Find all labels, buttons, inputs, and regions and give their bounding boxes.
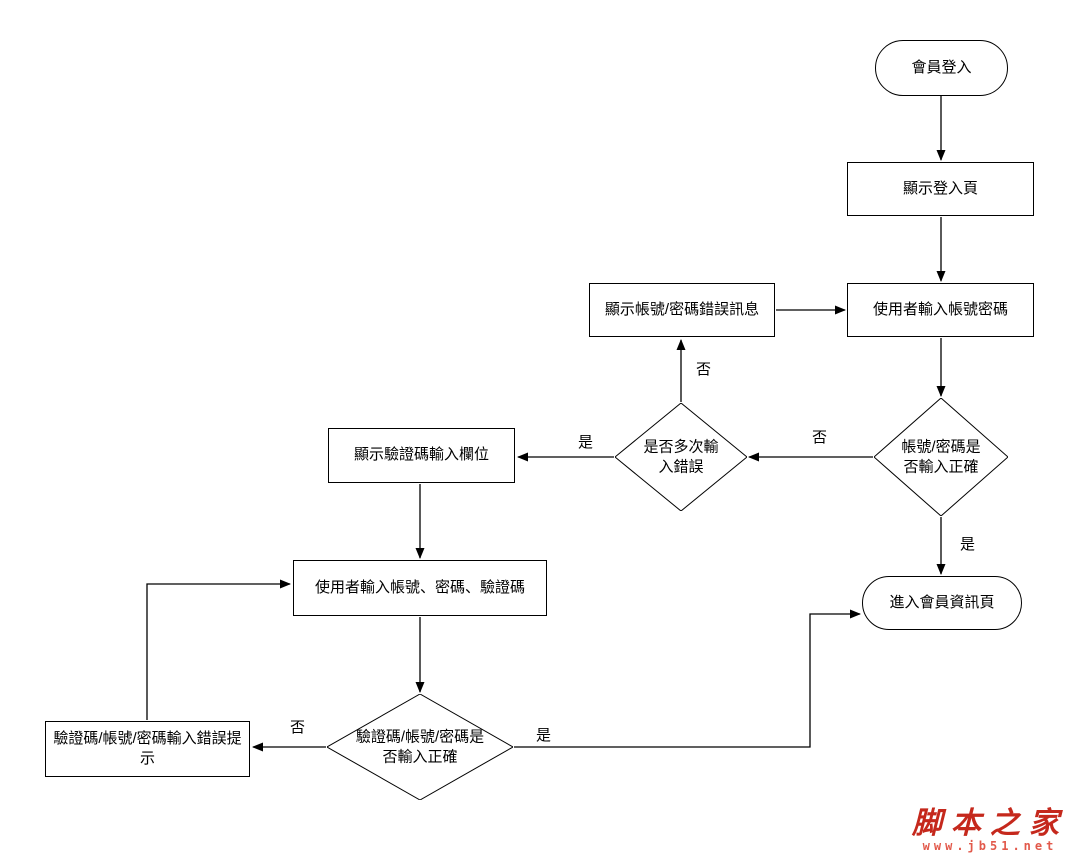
- edge-check-all-yes: [514, 609, 861, 748]
- node-label: 使用者輸入帳號密碼: [872, 300, 1008, 318]
- node-label: 帳號/密碼是否輸入正確: [901, 438, 981, 476]
- node-enter-member-page: 進入會員資訊頁: [862, 576, 1022, 630]
- node-label: 進入會員資訊頁: [889, 593, 995, 611]
- diamond-shape: [874, 398, 1008, 516]
- watermark-url: www.jb51.net: [922, 839, 1058, 853]
- diamond-shape: [327, 694, 513, 800]
- node-label: 使用者輸入帳號、密碼、驗證碼: [314, 578, 525, 596]
- edge-label-multiple-yes: 是: [576, 431, 596, 452]
- node-user-input-all: 使用者輸入帳號、密碼、驗證碼: [293, 560, 547, 616]
- node-show-credential-error: 顯示帳號/密碼錯誤訊息: [589, 283, 775, 337]
- node-label: 驗證碼/帳號/密碼輸入錯誤提示: [53, 729, 242, 767]
- node-user-input-credentials: 使用者輸入帳號密碼: [847, 283, 1034, 337]
- edge-error-tip-loop: [146, 579, 291, 720]
- edge-label-credentials-no: 否: [810, 426, 830, 447]
- edge-label-credentials-yes: 是: [958, 533, 978, 554]
- node-label: 顯示帳號/密碼錯誤訊息: [604, 300, 760, 318]
- node-label: 顯示登入頁: [902, 179, 978, 197]
- node-label: 是否多次輸入錯誤: [643, 438, 719, 476]
- node-input-error-tip: 驗證碼/帳號/密碼輸入錯誤提示: [45, 721, 250, 777]
- diamond-shape: [615, 403, 747, 511]
- node-label: 會員登入: [911, 58, 972, 76]
- node-decision-multiple-errors: 是否多次輸入錯誤: [615, 403, 747, 511]
- edge-label-all-no: 否: [288, 716, 308, 737]
- edge-label-multiple-no: 否: [694, 358, 714, 379]
- node-decision-credentials-correct: 帳號/密碼是否輸入正確: [874, 398, 1008, 516]
- node-show-login-page: 顯示登入頁: [847, 162, 1034, 216]
- watermark-title: 脚本之家: [912, 805, 1068, 841]
- node-decision-all-correct: 驗證碼/帳號/密碼是否輸入正確: [327, 694, 513, 800]
- node-label: 驗證碼/帳號/密碼是否輸入正確: [355, 728, 485, 766]
- watermark: 脚本之家 www.jb51.net: [912, 805, 1068, 853]
- node-label: 顯示驗證碼輸入欄位: [353, 446, 489, 464]
- node-show-captcha-field: 顯示驗證碼輸入欄位: [328, 428, 515, 483]
- node-start-member-login: 會員登入: [875, 40, 1008, 96]
- edge-label-all-yes: 是: [534, 724, 554, 745]
